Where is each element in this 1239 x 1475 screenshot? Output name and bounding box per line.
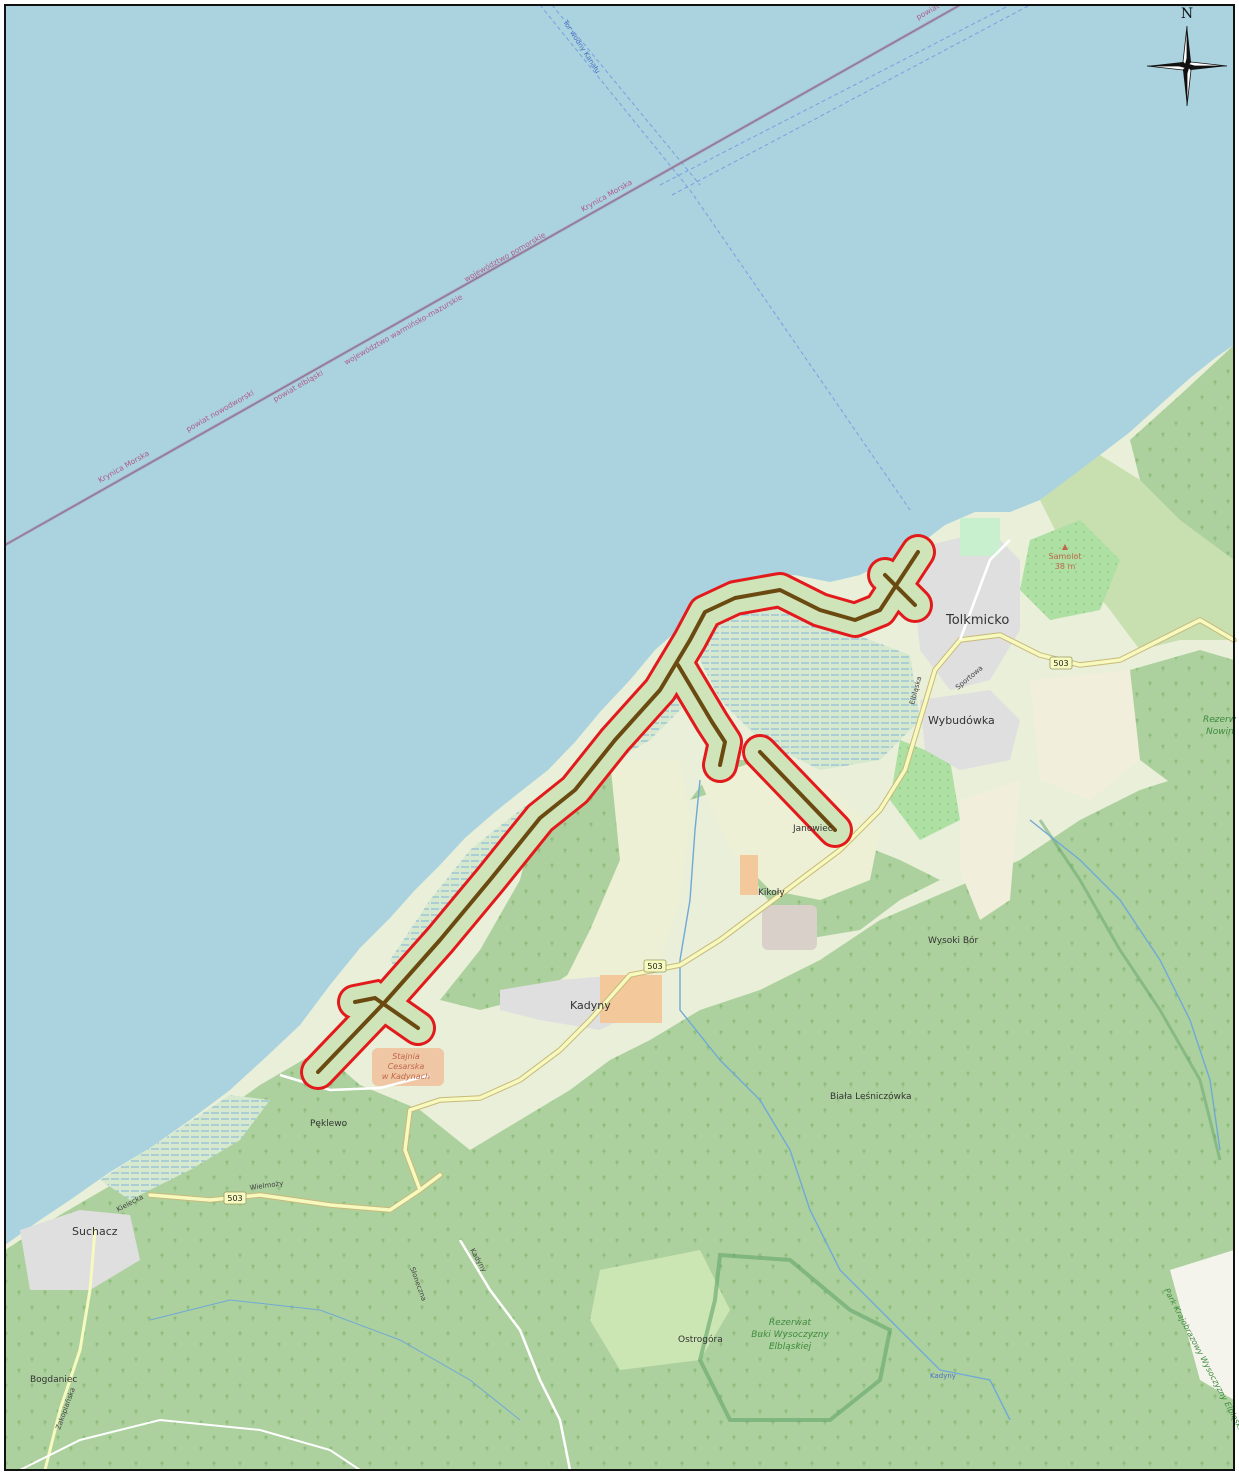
label-bogdaniec: Bogdaniec xyxy=(30,1375,77,1385)
label-tolkmicko: Tolkmicko xyxy=(945,613,1009,628)
drained-fields-tolkmicko xyxy=(700,605,920,770)
map-frame xyxy=(4,4,1235,1471)
label-wybudowka: Wybudówka xyxy=(928,714,995,727)
farmyard-janowiec xyxy=(740,855,758,895)
label-samolot-elev: 38 m xyxy=(1055,562,1076,571)
label-kadyny: Kadyny xyxy=(570,999,611,1012)
label-kikoly: Kikoły xyxy=(758,888,785,898)
label-stajnia-1: Stajnia xyxy=(392,1052,420,1061)
orchard-tolkmicko-east xyxy=(1020,520,1120,620)
reserve-boundary-east xyxy=(1038,819,1222,1161)
farmland-east xyxy=(1030,670,1140,800)
road-minor-1 xyxy=(19,1418,361,1471)
farmland-wysoki xyxy=(960,780,1020,920)
svg-text:503: 503 xyxy=(647,962,662,971)
road-kadyny-south xyxy=(458,1239,572,1471)
label-reserve-buki-1: Rezerwat xyxy=(769,1318,812,1328)
compass-rose: N xyxy=(1146,6,1228,107)
residential-tolkmicko xyxy=(915,530,1020,690)
farmland-kadyny xyxy=(560,760,690,990)
residential-wybudowka xyxy=(920,690,1020,770)
park-tolkmicko xyxy=(960,518,1000,556)
road-shield-503-tolkmicko: 503 xyxy=(1049,656,1073,670)
farmland-south-east xyxy=(1170,1250,1234,1400)
fairway-diagonal-2 xyxy=(551,4,701,186)
road-zakopianska xyxy=(43,1228,97,1472)
road-shield-503-suchacz: 503 xyxy=(223,1191,247,1205)
label-samolot: Samolot xyxy=(1049,552,1082,561)
label-wysoki-bor: Wysoki Bór xyxy=(928,935,979,946)
forest-nowin xyxy=(1120,650,1234,800)
label-reserve-nowin-1: Rezerw xyxy=(1203,715,1237,725)
industrial-kikoly xyxy=(762,905,817,950)
label-ostrogora: Ostrogóra xyxy=(678,1334,723,1345)
reserve-boundary-buki xyxy=(697,1252,893,1422)
road-tolkmicko-n xyxy=(958,539,1011,641)
svg-text:503: 503 xyxy=(1053,659,1068,668)
residential-suchacz xyxy=(20,1210,140,1290)
label-stream-kadyny: Kadyny xyxy=(930,1372,956,1380)
label-reserve-buki-2: Buki Wysoczyzny xyxy=(751,1330,829,1340)
label-reserve-nowin-2: Nowin xyxy=(1206,727,1234,737)
label-reserve-buki-3: Elbląskiej xyxy=(769,1342,812,1352)
compass-north-label: N xyxy=(1181,6,1193,22)
label-stajnia-2: Cesarska xyxy=(388,1062,425,1071)
stream-south xyxy=(149,1299,521,1421)
lagoon-water xyxy=(5,5,1234,1245)
forest-coast-east xyxy=(1040,455,1234,650)
label-stajnia-3: w Kadynach xyxy=(382,1072,430,1081)
fairway-east-2 xyxy=(671,4,1031,196)
track-line xyxy=(316,550,920,1074)
fairway-east xyxy=(659,4,1011,186)
drained-fields-peklewo xyxy=(100,1095,270,1200)
label-biala-lesniczowka: Biała Leśniczówka xyxy=(830,1091,912,1102)
north-arrow-icon xyxy=(1187,26,1191,66)
fairway-diagonal xyxy=(539,4,911,511)
label-suchacz: Suchacz xyxy=(72,1225,118,1238)
road-503-main-fill xyxy=(148,618,1236,1212)
label-janowiec: Janowiec xyxy=(792,824,833,834)
label-peklewo: Pęklewo xyxy=(310,1119,348,1129)
forest-middle xyxy=(440,760,650,1010)
admin-border-core xyxy=(4,4,961,546)
stream-kadyny xyxy=(679,779,1011,1421)
forest-south xyxy=(5,760,1234,1470)
peak-icon: ▲ xyxy=(1062,542,1069,551)
road-shield-503-kadyny: 503 xyxy=(643,959,667,973)
svg-text:503: 503 xyxy=(227,1194,242,1203)
farmland-ostrogora xyxy=(590,1250,730,1370)
stream-east xyxy=(1029,819,1221,1151)
